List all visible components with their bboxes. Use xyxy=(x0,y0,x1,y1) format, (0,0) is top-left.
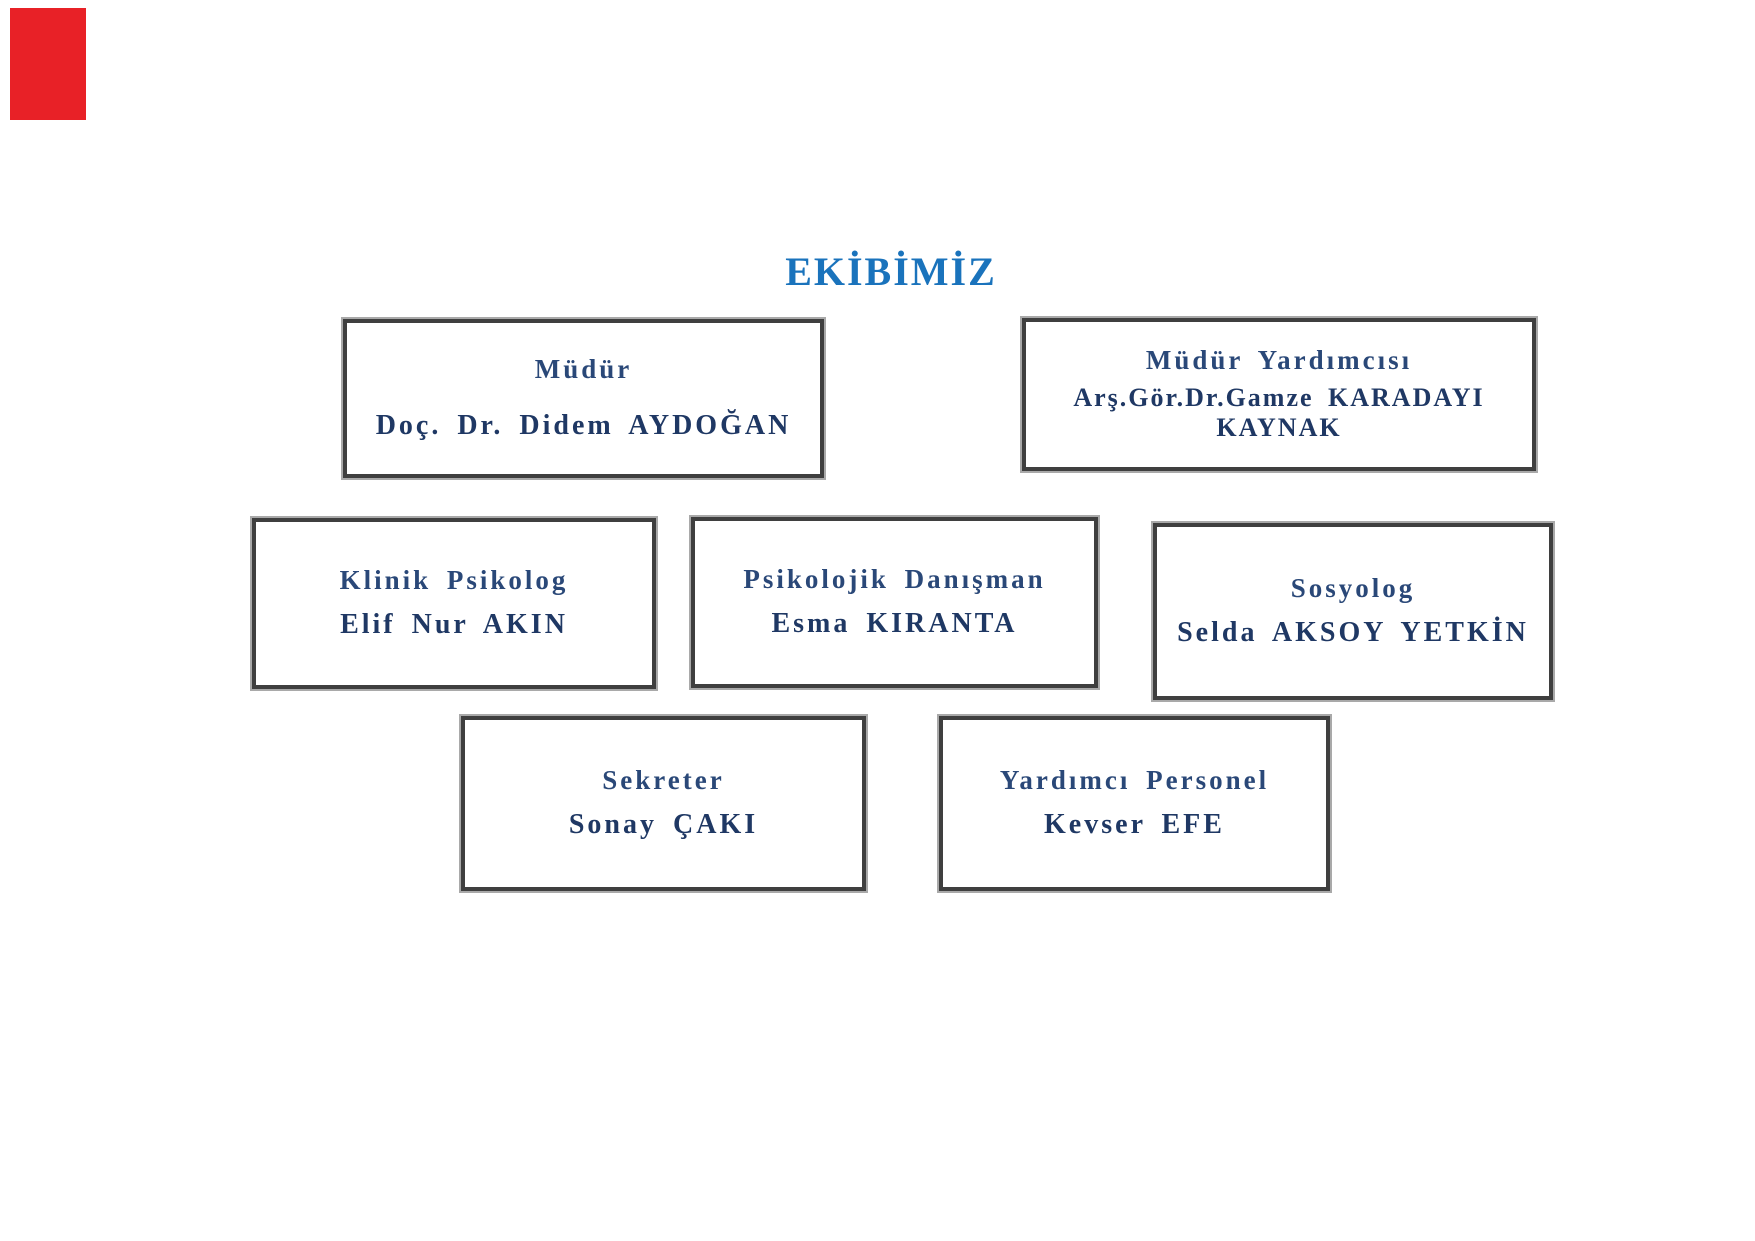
org-box-sekreter: Sekreter Sonay ÇAKI xyxy=(459,714,868,893)
person-name: Elif Nur AKIN xyxy=(340,609,568,641)
person-name: Kevser EFE xyxy=(1044,809,1225,841)
org-box-klinik-psikolog: Klinik Psikolog Elif Nur AKIN xyxy=(250,516,658,691)
org-box-mudur-yardimcisi: Müdür Yardımcısı Arş.Gör.Dr.Gamze KARADA… xyxy=(1020,316,1538,473)
page-title: EKİBİMİZ xyxy=(785,248,997,294)
role-label: Yardımcı Personel xyxy=(999,764,1270,795)
role-label: Sekreter xyxy=(602,764,725,795)
person-name: Sonay ÇAKI xyxy=(568,809,759,841)
org-box-psikolojik-danisman: Psikolojik Danışman Esma KIRANTA xyxy=(689,515,1100,690)
person-name: Esma KIRANTA xyxy=(771,608,1018,640)
org-box-mudur: Müdür Doç. Dr. Didem AYDOĞAN xyxy=(341,317,826,480)
red-marker-box xyxy=(10,8,86,120)
person-name: Doç. Dr. Didem AYDOĞAN xyxy=(375,410,792,442)
role-label: Psikolojik Danışman xyxy=(743,563,1046,594)
role-label: Müdür Yardımcısı xyxy=(1145,344,1413,375)
role-label: Müdür xyxy=(534,353,633,384)
org-box-sosyolog: Sosyolog Selda AKSOY YETKİN xyxy=(1151,521,1555,702)
role-label: Sosyolog xyxy=(1290,572,1416,603)
org-box-yardimci-personel: Yardımcı Personel Kevser EFE xyxy=(937,714,1332,893)
person-name: Selda AKSOY YETKİN xyxy=(1177,617,1529,649)
role-label: Klinik Psikolog xyxy=(339,564,569,595)
person-name: Arş.Gör.Dr.Gamze KARADAYI KAYNAK xyxy=(1073,383,1485,443)
